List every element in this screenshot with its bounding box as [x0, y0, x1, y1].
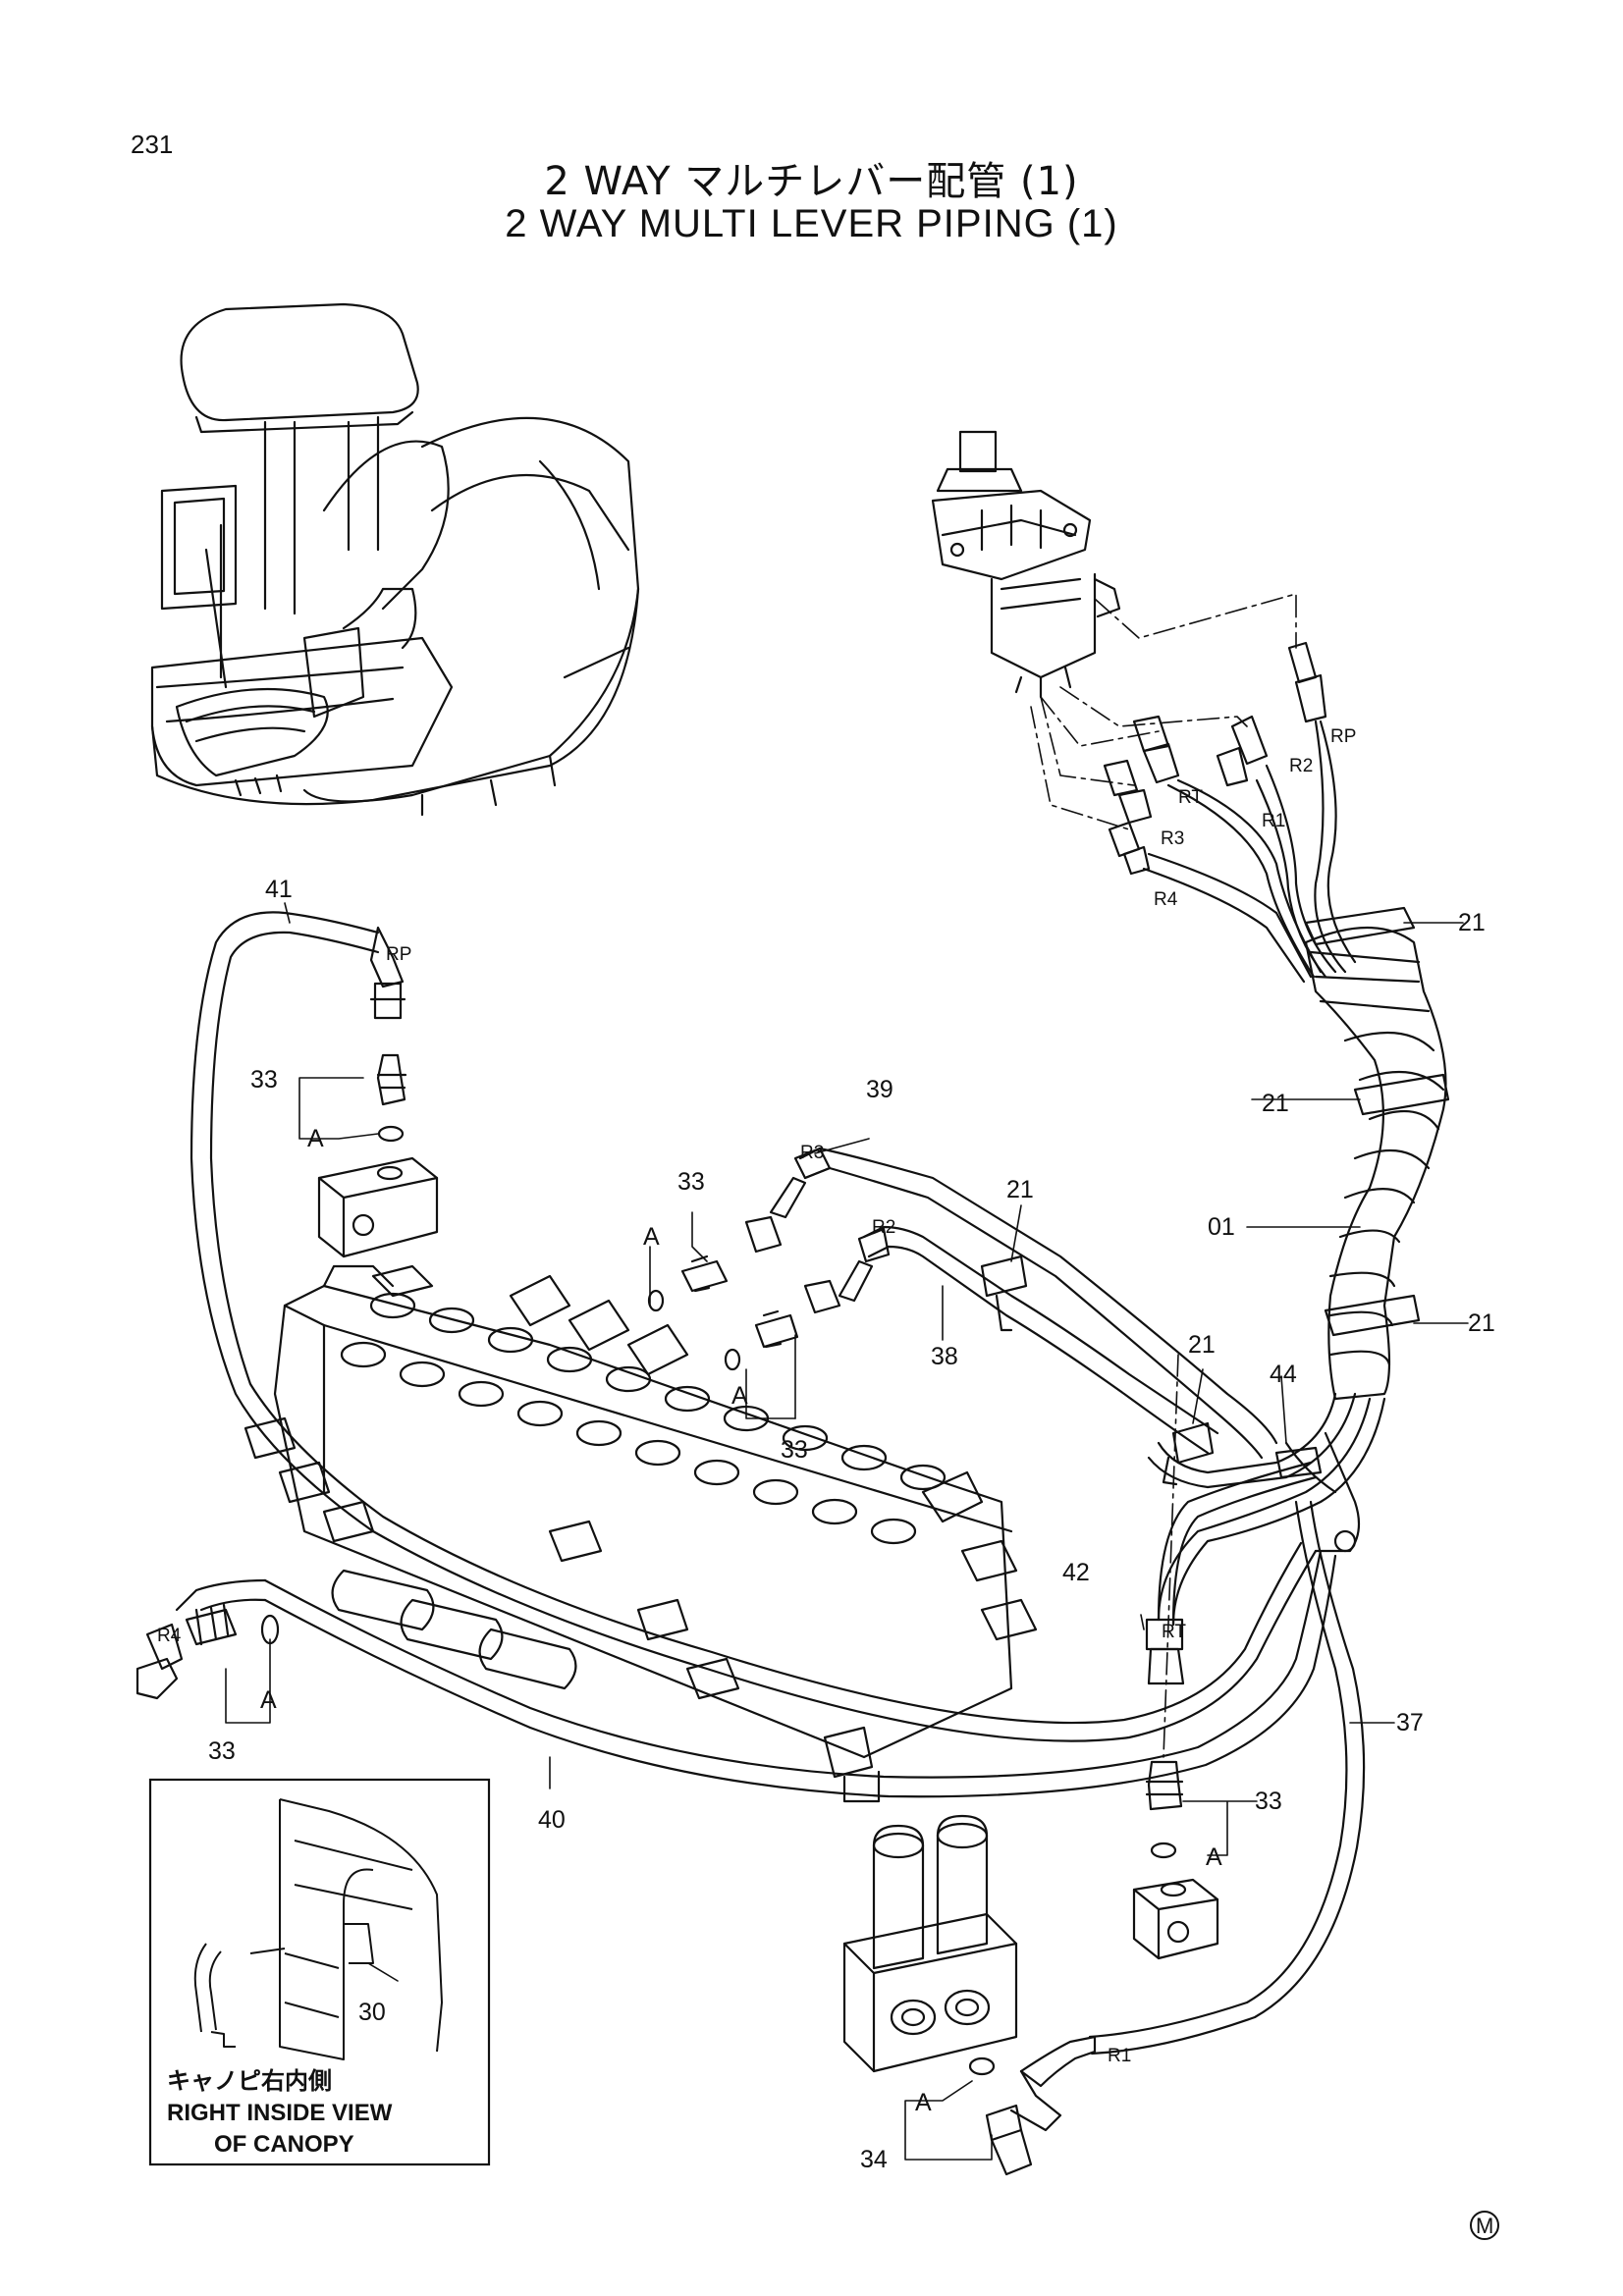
callout-21-hose: 21	[1006, 1176, 1034, 1203]
excavator-overview-drawing	[150, 302, 640, 817]
valve-side-hose-fittings	[1103, 641, 1327, 876]
hose-41	[189, 911, 1318, 1742]
callout-41: 41	[265, 876, 293, 903]
callout-38: 38	[931, 1343, 958, 1370]
port-label-rt-valve: RT	[1178, 787, 1203, 808]
callout-33-top-left: 33	[250, 1066, 278, 1094]
footer-mark-letter: M	[1476, 2214, 1493, 2238]
callout-33-center: 33	[677, 1168, 705, 1196]
detail-marker-a-lower-right: A	[1206, 1843, 1222, 1871]
callout-21-middle: 21	[1262, 1090, 1289, 1117]
hose-42-and-37	[1088, 1461, 1366, 2056]
hose-bundle-lower	[1147, 1392, 1386, 1627]
port-label-r2-valve: R2	[1289, 756, 1313, 776]
detail-marker-a-top-left: A	[307, 1125, 324, 1152]
callout-30: 30	[358, 1999, 386, 2026]
callout-39: 39	[866, 1076, 893, 1103]
hose-39-and-38	[744, 1147, 1323, 1486]
port-label-r1-hose: R1	[1108, 2046, 1131, 2066]
callout-numbers: 41 33 39 33 21 38 33 21 01 21 21 21 44 4…	[208, 876, 1495, 2173]
page-title-english: 2 WAY MULTI LEVER PIPING (1)	[505, 202, 1118, 245]
callout-leader-lines	[225, 902, 1469, 2161]
port-label-r3-valve: R3	[1161, 828, 1184, 849]
adapters-33-center	[647, 1255, 799, 1371]
hose-40	[135, 1549, 1337, 1798]
callout-42: 42	[1062, 1559, 1090, 1586]
page-title-japanese: 2 WAY マルチレバー配管 (1)	[544, 159, 1079, 204]
port-label-rp-hose: RP	[386, 944, 411, 965]
port-label-rt-hose: RT	[1162, 1622, 1186, 1642]
multi-lever-pilot-valve	[931, 430, 1121, 699]
inset-caption-japanese: キャノピ右内側	[167, 2067, 332, 2095]
wrapped-hose-harness	[1304, 906, 1450, 1401]
port-label-r4-valve: R4	[1154, 889, 1178, 910]
main-control-valve	[243, 1264, 1038, 1803]
callout-01: 01	[1208, 1213, 1235, 1241]
detail-marker-a-bottom: A	[915, 2089, 932, 2116]
hose-bundle-upper	[1142, 720, 1357, 984]
inset-canopy-view: 30 キャノピ右内側 RIGHT INSIDE VIEW OF CANOPY	[148, 1778, 491, 2166]
bottom-valve-block	[842, 1814, 1097, 2176]
detail-marker-a-center: A	[643, 1223, 660, 1251]
detail-marker-a-center-lower: A	[731, 1382, 748, 1410]
detail-marker-a-lower-left: A	[260, 1686, 277, 1714]
page-number: 231	[131, 130, 174, 159]
port-label-r4-hose: R4	[157, 1626, 182, 1646]
callout-33-lower-left: 33	[208, 1737, 236, 1765]
inset-caption-line-2: OF CANOPY	[214, 2131, 354, 2158]
port-labels: RP R2 RT R1 R3 R4 RP R3 R2 R4 RT R1	[157, 726, 1356, 2066]
port-label-r2-hose: R2	[872, 1217, 895, 1238]
callout-37: 37	[1396, 1709, 1424, 1736]
footer-mark: M	[1470, 2211, 1499, 2240]
callout-34: 34	[860, 2146, 888, 2173]
callout-44: 44	[1270, 1361, 1297, 1388]
port-label-r1-valve: R1	[1262, 811, 1285, 831]
port-label-r3-hose: R3	[800, 1143, 824, 1163]
callout-33-lower-right: 33	[1255, 1788, 1282, 1815]
callout-40: 40	[538, 1806, 566, 1834]
inset-caption-line-1: RIGHT INSIDE VIEW	[167, 2100, 393, 2126]
port-label-rp-valve: RP	[1330, 726, 1356, 747]
detail-a-markers: A A A A A A	[260, 1125, 1222, 2116]
callout-21-upper: 21	[1458, 909, 1486, 936]
callout-21-lower: 21	[1468, 1309, 1495, 1337]
callout-33-center-lower: 33	[781, 1436, 808, 1464]
callout-21-harness: 21	[1188, 1331, 1216, 1359]
